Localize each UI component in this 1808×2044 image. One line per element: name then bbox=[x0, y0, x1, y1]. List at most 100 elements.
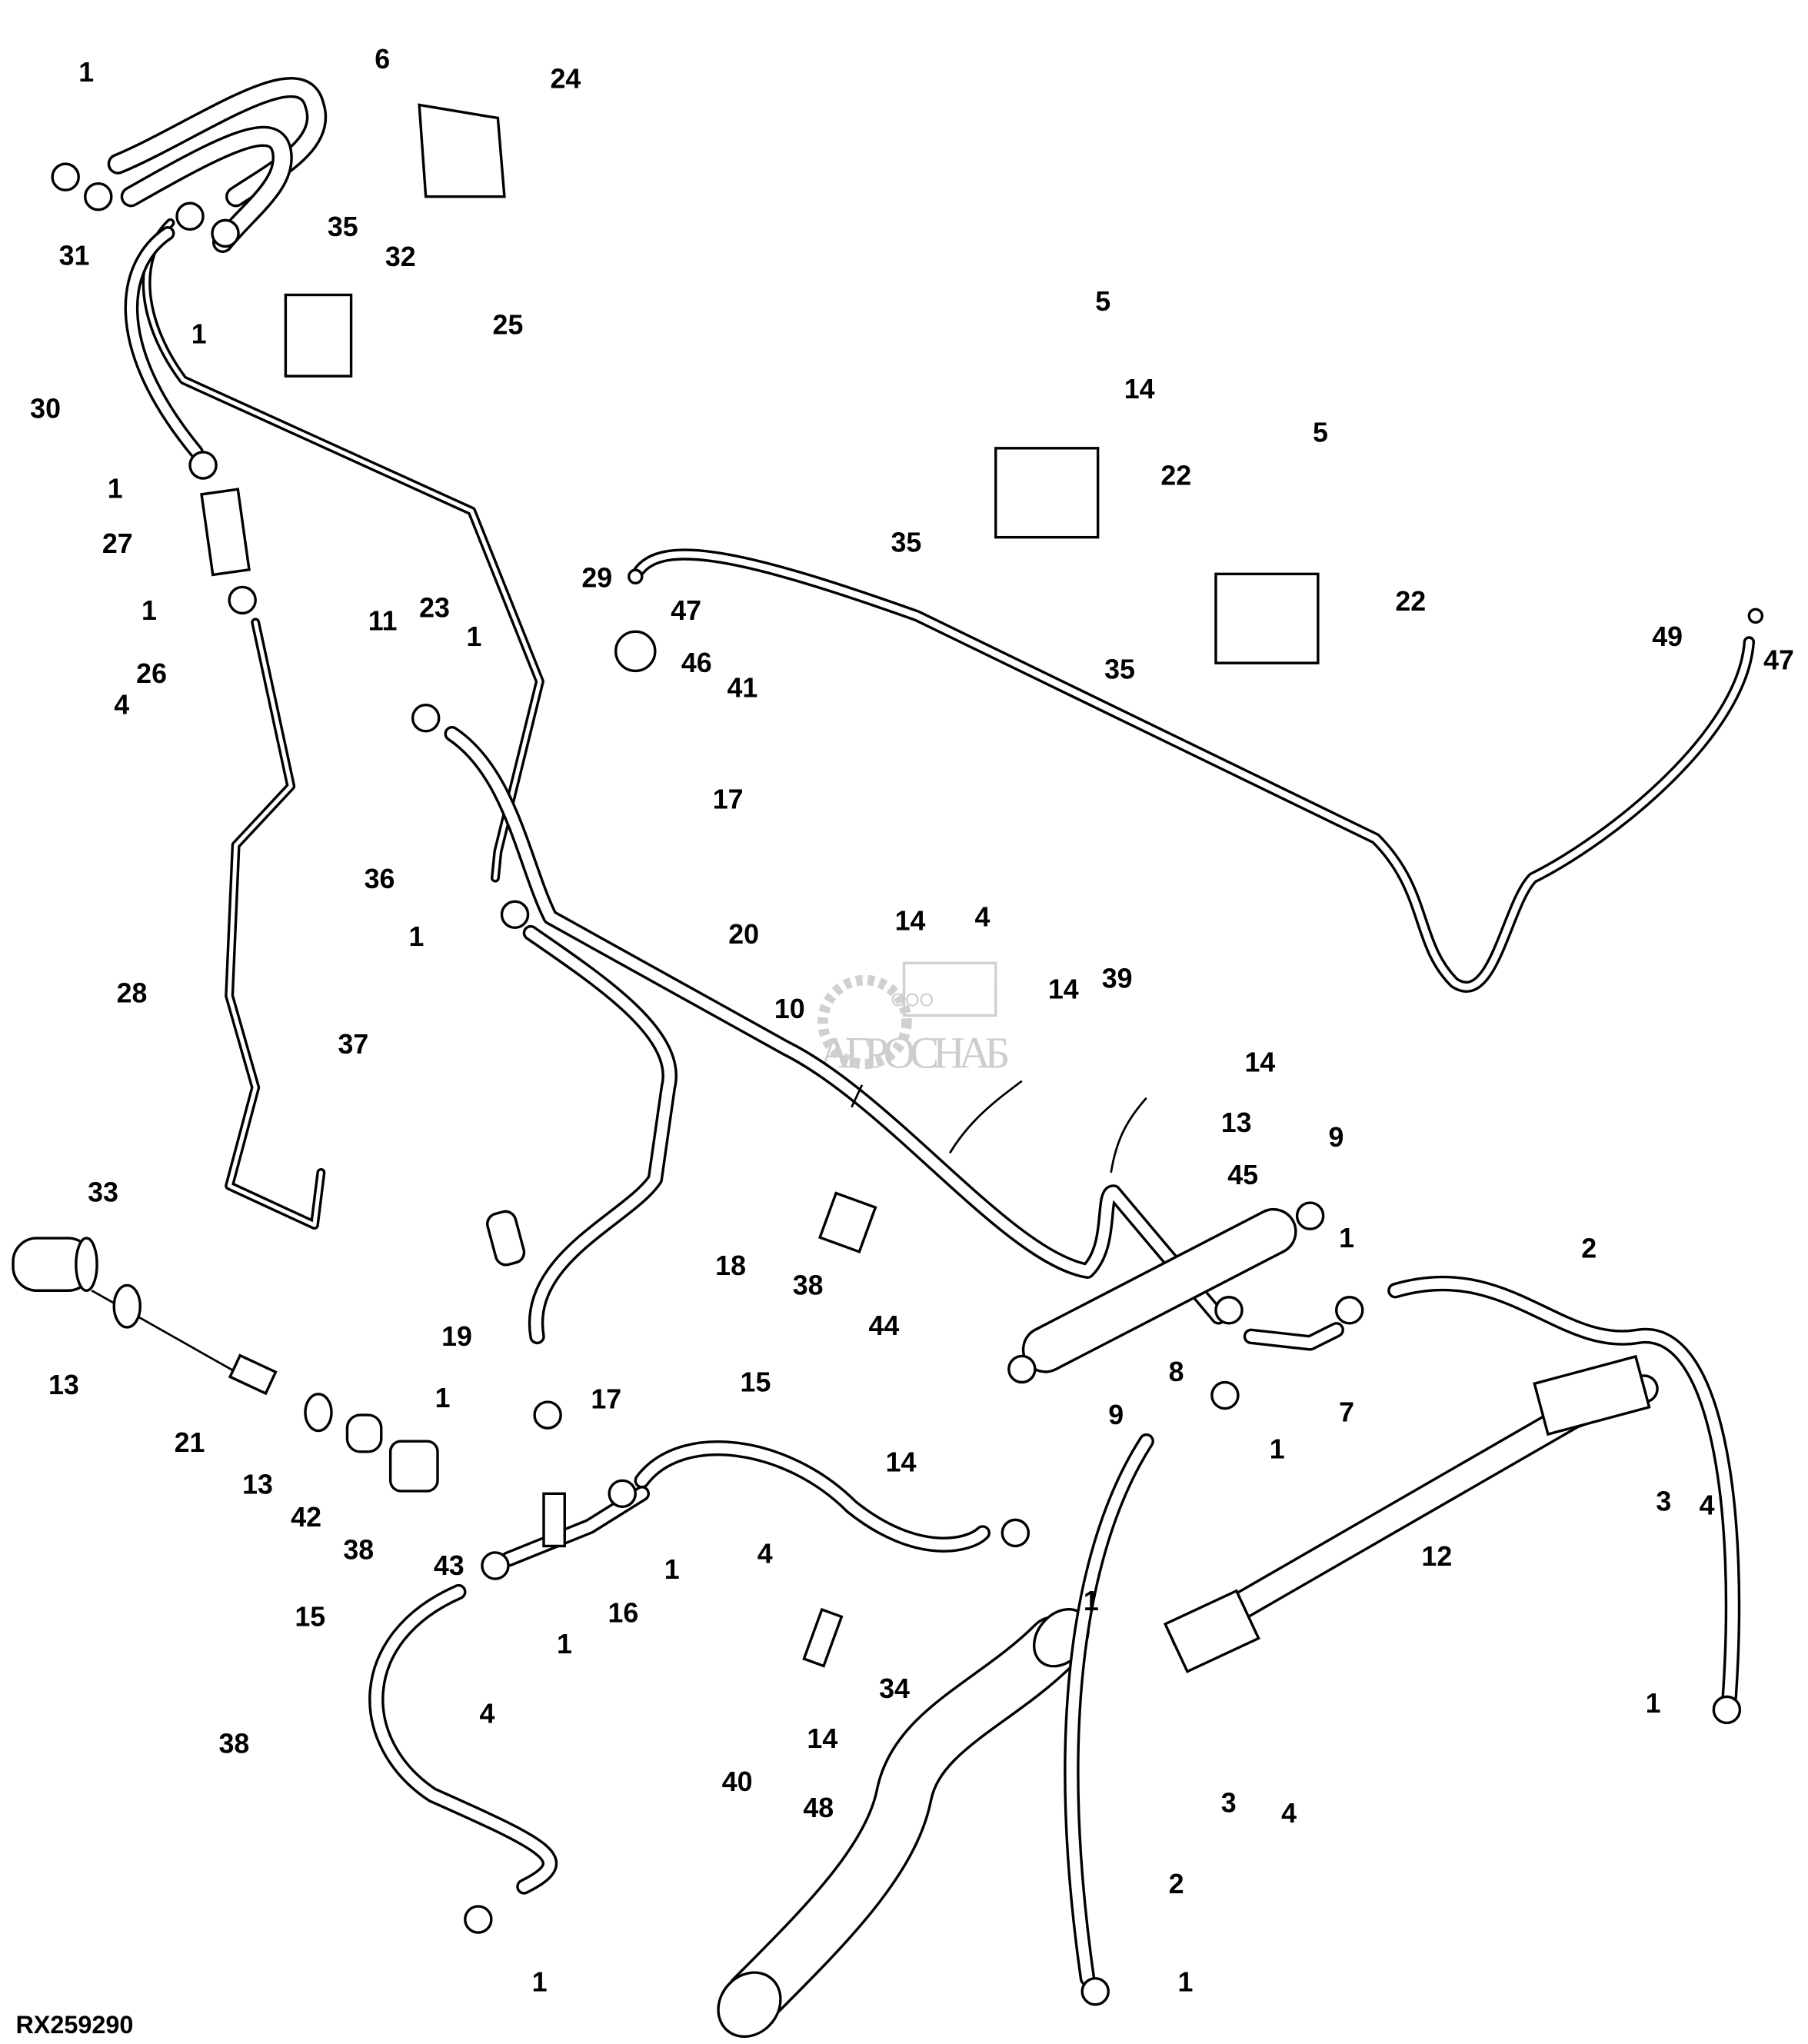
callout: 1 bbox=[108, 474, 123, 504]
callout: 28 bbox=[117, 977, 148, 1008]
callout: 38 bbox=[343, 1534, 374, 1565]
callout: 36 bbox=[365, 864, 395, 894]
callout: 13 bbox=[1221, 1107, 1252, 1138]
callout: 1 bbox=[1084, 1586, 1099, 1616]
callout: 4 bbox=[974, 902, 990, 933]
tube-8 bbox=[1021, 1207, 1297, 1373]
callout: 9 bbox=[1328, 1122, 1344, 1153]
callout: 3 bbox=[1221, 1787, 1237, 1818]
watermark-prefix: ООО bbox=[891, 990, 934, 1011]
callout: 1 bbox=[532, 1967, 548, 1998]
callout: 19 bbox=[441, 1321, 472, 1352]
callout: 40 bbox=[722, 1766, 753, 1797]
callout: 4 bbox=[1700, 1490, 1715, 1521]
callout: 1 bbox=[409, 921, 425, 952]
bracket-12 bbox=[1163, 1354, 1659, 1673]
callout: 23 bbox=[419, 593, 450, 624]
callout: 47 bbox=[671, 595, 701, 626]
callout: 47 bbox=[1763, 645, 1794, 676]
figure-reference: RX259290 bbox=[15, 2011, 133, 2039]
callout: 13 bbox=[48, 1370, 79, 1400]
callout: 34 bbox=[879, 1673, 910, 1704]
callout: 35 bbox=[328, 211, 358, 242]
callout: 3 bbox=[1656, 1486, 1671, 1516]
callout: 12 bbox=[1421, 1541, 1452, 1572]
callout: 43 bbox=[434, 1550, 464, 1581]
tube-28 bbox=[225, 618, 326, 1230]
hose-30 bbox=[124, 226, 204, 460]
callout: 2 bbox=[1581, 1233, 1597, 1264]
callout: 15 bbox=[741, 1367, 771, 1397]
fittings bbox=[500, 1322, 1344, 1567]
callout: 27 bbox=[102, 528, 133, 559]
callout: 1 bbox=[1270, 1433, 1285, 1464]
hose-48 bbox=[717, 1607, 1090, 2039]
callout: 39 bbox=[1102, 964, 1133, 994]
callout: 35 bbox=[891, 527, 921, 558]
callout: 20 bbox=[728, 919, 759, 950]
callout: 1 bbox=[142, 595, 157, 626]
tube-27 bbox=[200, 488, 251, 577]
callout: 25 bbox=[493, 310, 524, 341]
callout: 1 bbox=[1339, 1223, 1354, 1253]
callout: 14 bbox=[1244, 1047, 1275, 1078]
callout: 33 bbox=[88, 1177, 118, 1207]
callout: 29 bbox=[581, 562, 612, 593]
hose-clamps bbox=[51, 162, 1764, 2006]
callout: 14 bbox=[886, 1446, 917, 1477]
callout: 30 bbox=[30, 394, 61, 424]
callout: 1 bbox=[557, 1629, 572, 1660]
callout: 41 bbox=[728, 673, 758, 704]
callout: 22 bbox=[1160, 461, 1191, 491]
callout: 22 bbox=[1395, 586, 1426, 617]
callout: 14 bbox=[807, 1723, 837, 1754]
callout: 2 bbox=[1169, 1869, 1184, 1899]
callout: 44 bbox=[869, 1310, 900, 1341]
callout: 45 bbox=[1227, 1160, 1258, 1190]
callout: 4 bbox=[114, 690, 129, 721]
callout: 4 bbox=[480, 1698, 495, 1729]
arrows bbox=[851, 1080, 1147, 1173]
callout: 1 bbox=[1178, 1967, 1194, 1998]
callout: 9 bbox=[1108, 1400, 1124, 1430]
hose-15-lower bbox=[368, 1583, 558, 1895]
callout: 5 bbox=[1095, 286, 1110, 317]
callout: 4 bbox=[757, 1539, 773, 1570]
callout: 46 bbox=[681, 647, 712, 678]
callout: 38 bbox=[793, 1270, 824, 1300]
callout: 24 bbox=[551, 63, 581, 94]
cylinder-33 bbox=[12, 1237, 383, 1453]
callout: 14 bbox=[895, 906, 926, 937]
watermark-logo: ООО АГРОСНАБ bbox=[817, 961, 1011, 1078]
callout: 21 bbox=[175, 1427, 205, 1458]
hose-2-right bbox=[1387, 1275, 1741, 1705]
callout: 15 bbox=[295, 1601, 325, 1632]
callout: 11 bbox=[368, 606, 398, 637]
callout: 32 bbox=[385, 241, 416, 272]
hose-2-bottom bbox=[1064, 1433, 1154, 1986]
hose-15-upper bbox=[634, 1440, 991, 1553]
callout: 35 bbox=[1104, 654, 1135, 685]
callout: 37 bbox=[338, 1029, 369, 1060]
callout: 1 bbox=[435, 1383, 451, 1413]
callout: 13 bbox=[242, 1469, 273, 1500]
callout: 1 bbox=[664, 1554, 680, 1585]
hose-49 bbox=[629, 548, 1756, 993]
hose-10 bbox=[444, 725, 1227, 1325]
callout: 18 bbox=[715, 1250, 746, 1281]
callout: 14 bbox=[1048, 974, 1079, 1004]
callout: 31 bbox=[59, 240, 90, 271]
callout: 6 bbox=[375, 44, 390, 75]
callout: 48 bbox=[803, 1793, 834, 1823]
hose-20 bbox=[522, 924, 678, 1345]
callout: 14 bbox=[1124, 374, 1155, 404]
watermark-name: АГРОСНАБ bbox=[819, 1028, 1011, 1078]
callout: 1 bbox=[1646, 1688, 1661, 1719]
callout: 1 bbox=[78, 57, 94, 88]
callout-labels: 1 6 24 31 35 32 1 25 30 5 14 5 22 1 27 3… bbox=[30, 44, 1794, 1998]
callout: 8 bbox=[1169, 1357, 1184, 1387]
callout: 10 bbox=[774, 994, 805, 1024]
callout: 17 bbox=[713, 784, 744, 814]
callout: 16 bbox=[608, 1597, 638, 1628]
